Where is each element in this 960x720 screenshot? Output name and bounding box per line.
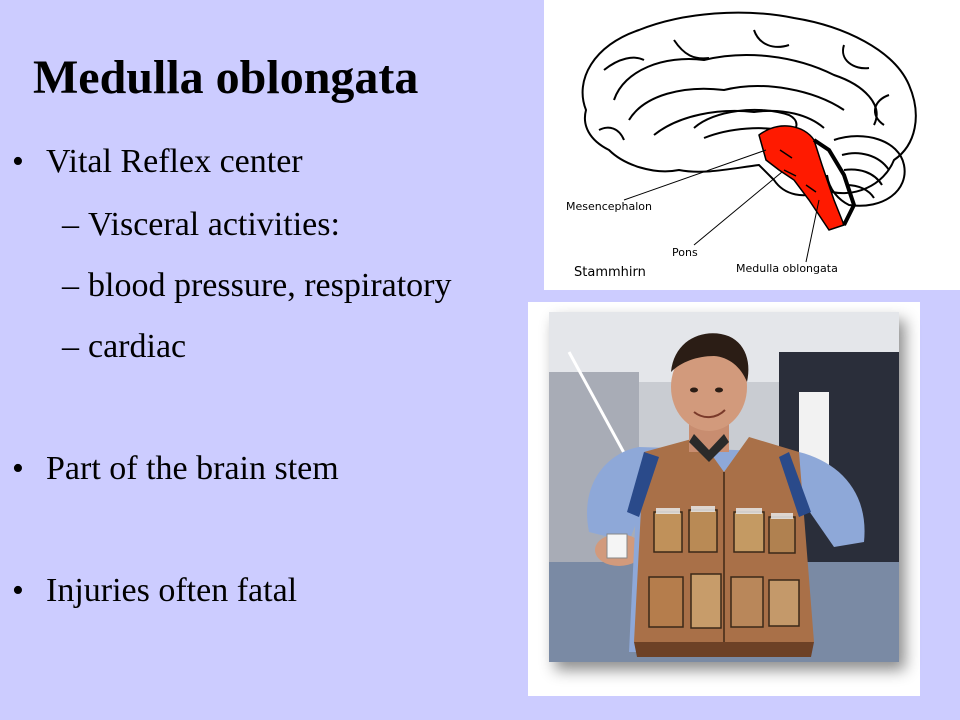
label-medulla: Medulla oblongata (736, 262, 838, 275)
brainstem-highlight (758, 125, 845, 231)
label-mesencephalon: Mesencephalon (566, 200, 652, 213)
bullet-text: Visceral activities: (88, 206, 340, 243)
bullet-marker: – (62, 206, 79, 243)
bullet-item: • Part of the brain stem (12, 449, 339, 489)
bullet-marker: – (62, 267, 79, 304)
brain-illustration (581, 11, 917, 263)
brain-diagram: Mesencephalon Pons Medulla oblongata Sta… (544, 0, 960, 290)
bullet-item: • Vital Reflex center (12, 142, 303, 182)
slide-title: Medulla oblongata (33, 51, 419, 104)
bullet-text: blood pressure, respiratory (88, 267, 452, 304)
photo-panel (528, 302, 920, 696)
bullet-item: • Injuries often fatal (12, 571, 298, 611)
photo-person-with-vest (549, 312, 899, 662)
bullet-text: Vital Reflex center (46, 143, 303, 180)
sub-bullet-item: – blood pressure, respiratory (62, 266, 452, 306)
label-pons: Pons (672, 246, 698, 259)
sub-bullet-item: – Visceral activities: (62, 205, 340, 245)
bullet-marker: • (12, 450, 24, 487)
sub-bullet-item: – cardiac (62, 327, 187, 367)
bullet-marker: • (12, 572, 24, 609)
bullet-text: Part of the brain stem (46, 450, 339, 487)
label-stammhirn: Stammhirn (574, 265, 646, 280)
bullet-text: Injuries often fatal (46, 572, 298, 609)
person-photo-illustration (549, 312, 899, 662)
bullet-text: cardiac (88, 328, 187, 365)
bullet-marker: • (12, 143, 24, 180)
bullet-marker: – (62, 328, 79, 365)
